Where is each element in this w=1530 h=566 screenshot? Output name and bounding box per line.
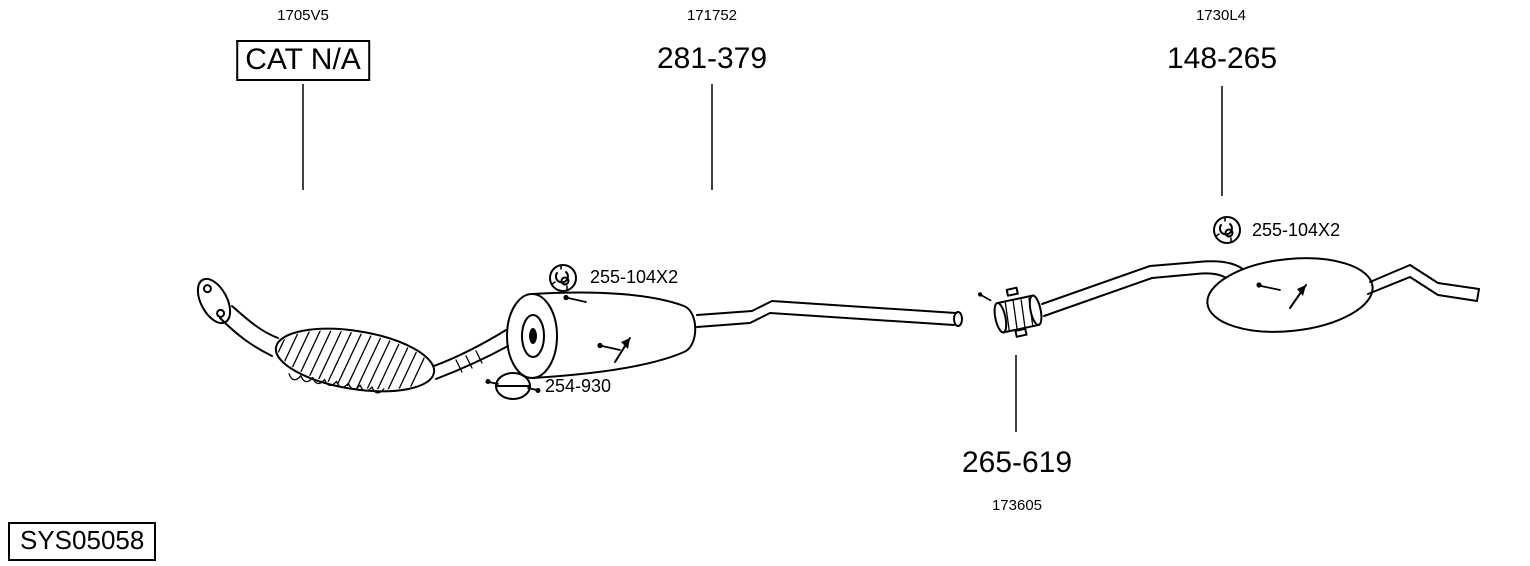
downpipe-drawing xyxy=(219,305,279,357)
connecting-pipe-drawing xyxy=(433,329,509,380)
middle-part-number: 281-379 xyxy=(656,42,768,75)
intermediate-pipe-drawing xyxy=(696,300,963,328)
coupling-drawing xyxy=(977,286,1043,338)
rear-part-number: 148-265 xyxy=(1166,42,1278,75)
catalytic-converter-drawing xyxy=(273,321,436,399)
middle-part-code: 171752 xyxy=(686,7,738,24)
rubber-hanger-icon-middle xyxy=(549,264,577,292)
rear-muffler-drawing xyxy=(1206,257,1374,333)
pipe-clamp-icon xyxy=(485,372,541,400)
hanger-rear-label: 255-104X2 xyxy=(1252,220,1341,240)
coupling-part-number: 265-619 xyxy=(961,446,1073,479)
cat-part-code: 1705V5 xyxy=(277,7,329,24)
cat-label: CAT N/A xyxy=(236,40,370,81)
system-id-badge: SYS05058 xyxy=(8,522,157,561)
clamp-label: 254-930 xyxy=(545,376,612,396)
middle-muffler-drawing xyxy=(506,291,697,379)
rear-part-code: 1730L4 xyxy=(1195,7,1247,24)
leader-lines xyxy=(302,84,1223,432)
front-flange-drawing xyxy=(196,277,232,325)
tailpipe-drawing xyxy=(1367,264,1480,302)
coupling-part-code: 173605 xyxy=(991,497,1043,514)
hanger-middle-label: 255-104X2 xyxy=(590,267,679,287)
rubber-hanger-icon-rear xyxy=(1213,216,1241,244)
